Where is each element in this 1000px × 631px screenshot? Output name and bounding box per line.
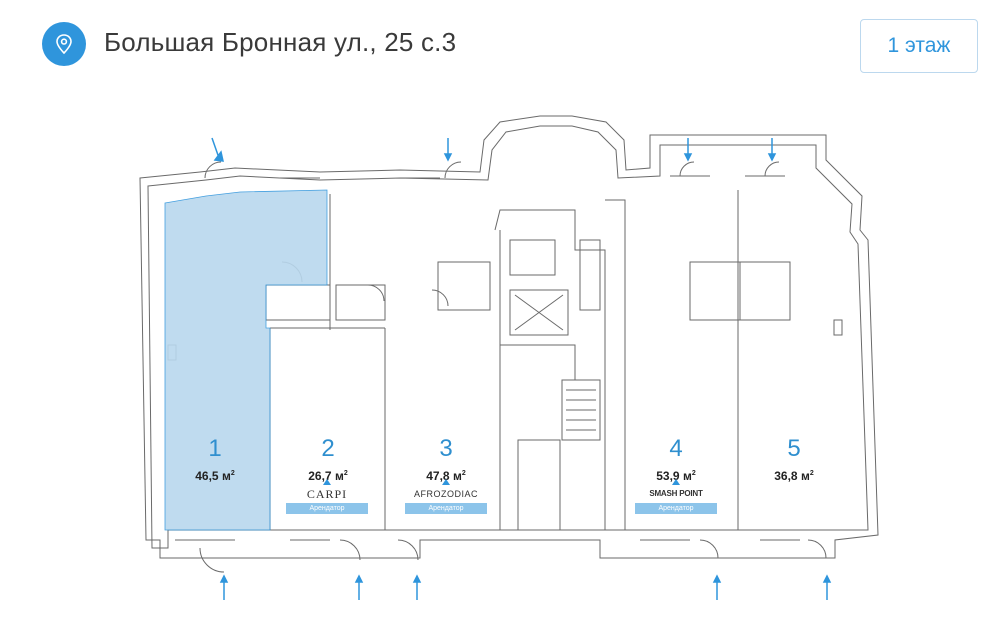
room-5[interactable]: 5 36,8 м2	[764, 436, 824, 484]
room-3-number: 3	[439, 435, 453, 462]
tenant-logo: AFROZODIAC	[413, 489, 478, 499]
floor-plan-drawing	[139, 115, 879, 600]
address-title: Большая Бронная ул., 25 с.3	[104, 27, 457, 57]
tenant-tag: Арендатор	[286, 503, 368, 514]
room-2[interactable]: 2 26,7 м2	[298, 436, 358, 484]
room-2-number: 2	[321, 435, 335, 462]
room-4[interactable]: 4 53,9 м2	[646, 436, 706, 484]
tenant-tag: Арендатор	[635, 503, 717, 514]
tenant-tag: Арендатор	[405, 503, 487, 514]
tenant-badge-room-4[interactable]: SMASH POINT Арендатор	[635, 479, 717, 514]
room-3[interactable]: 3 47,8 м2	[416, 436, 476, 484]
room-5-number: 5	[787, 435, 801, 462]
page-header: Большая Бронная ул., 25 с.3 1 этаж	[0, 0, 1000, 90]
room-1-number: 1	[208, 435, 222, 462]
room-4-area: 53,9 м2	[656, 469, 696, 483]
room-2-area: 26,7 м2	[308, 469, 348, 483]
room-1-area: 46,5 м2	[195, 469, 235, 483]
room-3-area: 47,8 м2	[426, 469, 466, 483]
room-1[interactable]: 1 46,5 м2	[185, 436, 245, 484]
room-4-number: 4	[669, 435, 683, 462]
location-pin-button[interactable]	[42, 22, 86, 66]
tenant-marker-icon	[672, 479, 680, 485]
tenant-logo: SMASH POINT	[649, 489, 703, 498]
floor-selector-button[interactable]: 1 этаж	[860, 19, 978, 73]
floor-plan: 1 46,5 м2 2 26,7 м2 3 47,8 м2 4 53,9 м2 …	[0, 90, 1000, 631]
room-1-highlight	[164, 189, 328, 531]
tenant-marker-icon	[323, 479, 331, 485]
location-pin-icon	[56, 34, 72, 55]
room-5-area: 36,8 м2	[774, 469, 814, 483]
tenant-marker-icon	[442, 479, 450, 485]
tenant-badge-room-2[interactable]: CARPI Арендатор	[286, 479, 368, 514]
tenant-logo: CARPI	[306, 487, 348, 501]
tenant-badge-room-3[interactable]: AFROZODIAC Арендатор	[405, 479, 487, 514]
